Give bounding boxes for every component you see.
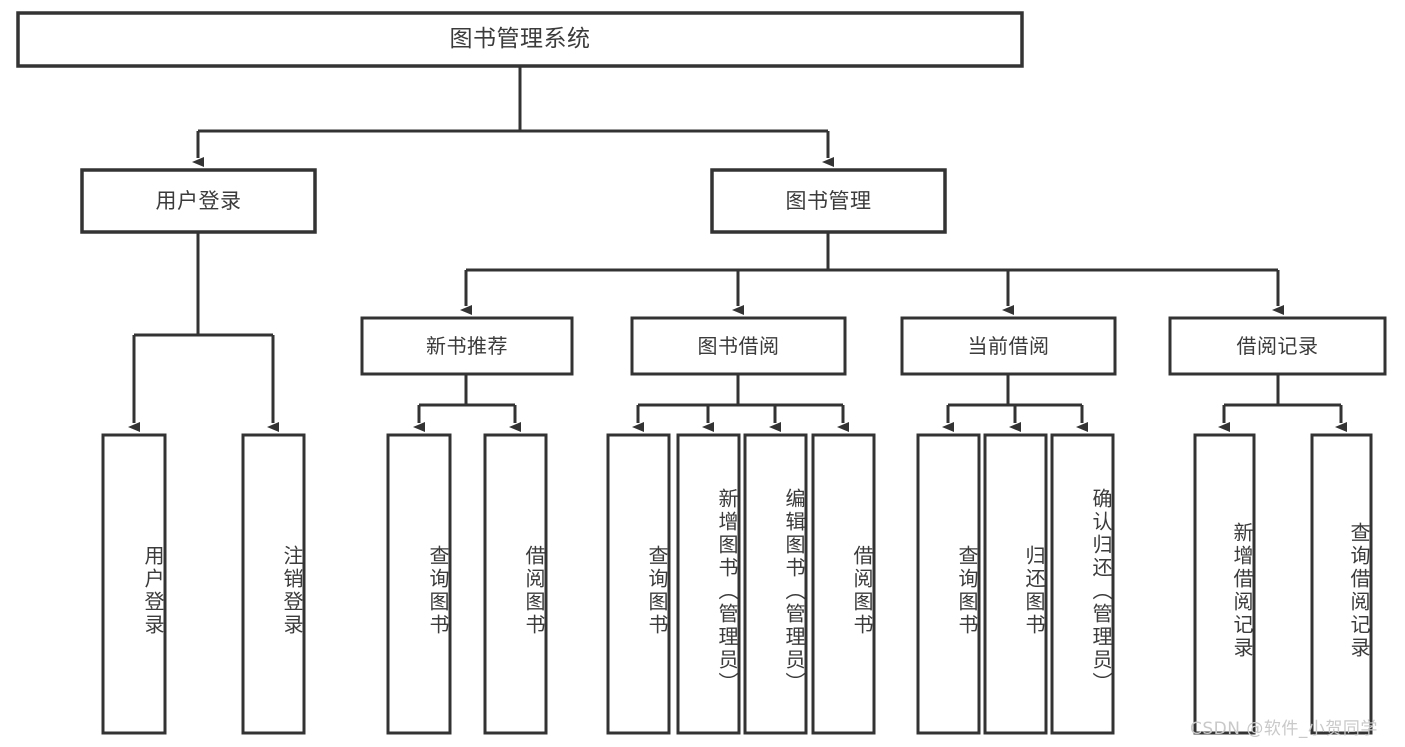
- leaf-rect-edit-book-admin: [743, 433, 808, 735]
- leaf-rect-borrow-book: [811, 433, 876, 735]
- leaf-rect-add-book-admin: [676, 433, 741, 735]
- leaf-rect-add-borrow-record: [1193, 433, 1256, 735]
- node-rectangles: [16, 11, 1387, 735]
- csdn-watermark: CSDN @软件_小贺同学: [1190, 719, 1378, 739]
- node-rect-borrow-record: [1168, 316, 1387, 376]
- node-rect-current-borrow: [900, 316, 1117, 376]
- leaf-rect-query-book-recommend: [386, 433, 452, 735]
- leaf-rect-user-login: [101, 433, 167, 735]
- node-rect-new-book-recommend: [360, 316, 574, 376]
- node-rect-book-manage: [710, 168, 947, 234]
- leaf-rect-user-logout: [241, 433, 306, 735]
- node-rect-root: [16, 11, 1024, 68]
- leaf-rect-query-book-borrow: [606, 433, 671, 735]
- connectors: [128, 66, 1347, 432]
- node-rect-book-borrow: [630, 316, 847, 376]
- leaf-rect-query-borrow-record: [1310, 433, 1373, 735]
- leaf-rect-return-book: [983, 433, 1048, 735]
- node-rect-user-login: [80, 168, 317, 234]
- leaf-rect-query-book-current: [916, 433, 981, 735]
- leaf-rect-borrow-book-recommend: [483, 433, 548, 735]
- leaf-rect-confirm-return-admin: [1050, 433, 1115, 735]
